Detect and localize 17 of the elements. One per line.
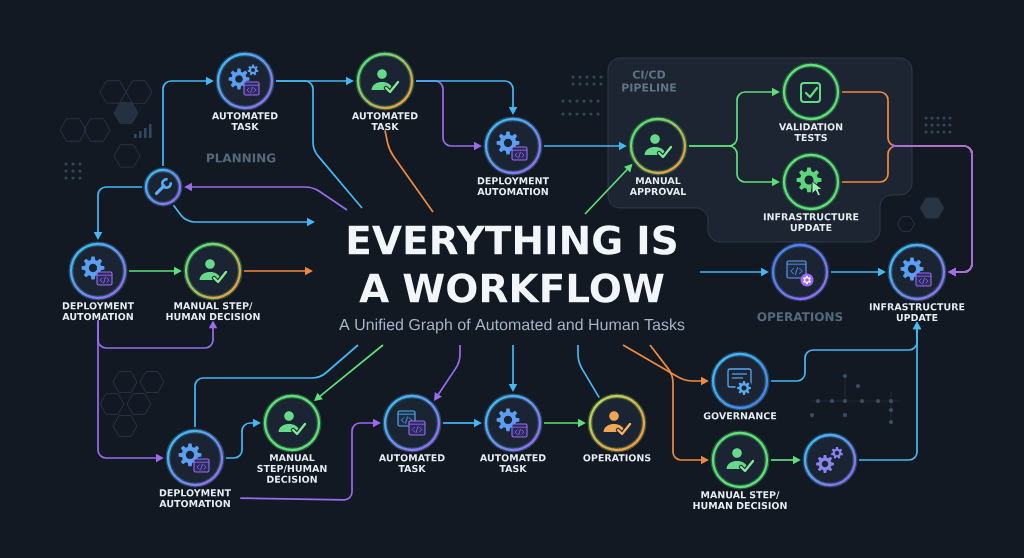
workflow-node: OPERATIONS	[583, 393, 651, 462]
workflow-node: VALIDATION TESTS	[778, 62, 843, 142]
arrow	[314, 344, 384, 401]
workflow-node: MANUAL APPROVAL	[628, 116, 688, 196]
subtitle: A Unified Graph of Automated and Human Tasks	[339, 318, 685, 334]
arrow	[841, 145, 973, 277]
connector-line	[275, 80, 363, 209]
workflow-node: AUTOMATED TASK	[351, 51, 418, 131]
connector-line	[194, 344, 359, 428]
connector-line	[577, 344, 601, 399]
arrow	[434, 344, 461, 401]
workflow-node: GOVERNANCE	[703, 351, 777, 420]
workflow-node: MANUAL STEP/ HUMAN DECISION	[166, 241, 260, 321]
workflow-node: MANUAL STEP/HUMAN DECISION	[257, 393, 327, 483]
section-label: PLANNING	[207, 153, 276, 163]
connector-line	[384, 129, 434, 213]
workflow-node: MANUAL STEP/ HUMAN DECISION	[693, 430, 787, 510]
